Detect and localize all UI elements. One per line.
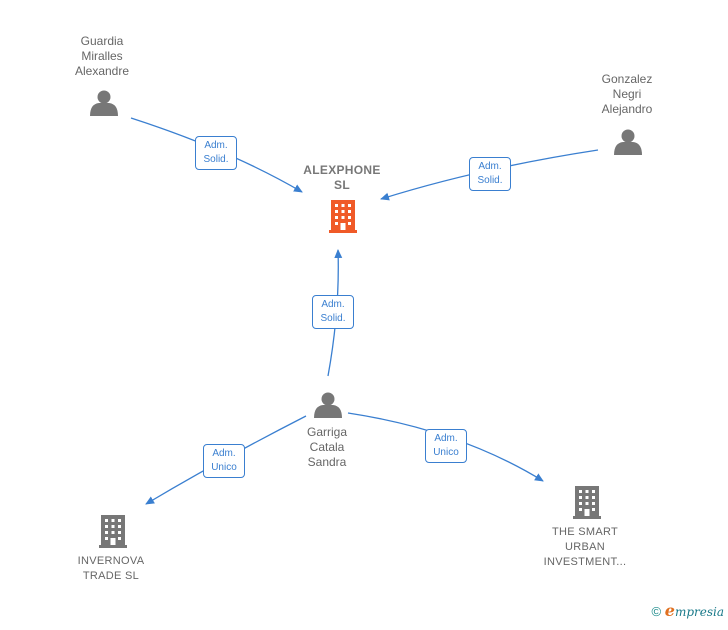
edge-label-guardia: Adm. Solid. <box>195 136 237 170</box>
person-name-guardia[interactable]: Guardia Miralles Alexandre <box>74 34 130 78</box>
person-name-garriga[interactable]: Garriga Catala Sandra <box>306 425 348 469</box>
building-icon[interactable] <box>99 515 127 548</box>
company-name-invernova[interactable]: INVERNOVA TRADE SL <box>77 555 145 582</box>
building-icon[interactable] <box>329 200 357 233</box>
person-name-gonzalez[interactable]: Gonzalez Negri Alejandro <box>601 72 653 116</box>
person-icon[interactable] <box>314 392 342 419</box>
company-name-alexphone[interactable]: ALEXPHONE SL <box>303 163 381 192</box>
edge-label-garriga-invernova: Adm. Unico <box>203 444 245 478</box>
empresia-watermark[interactable]: © empresia <box>652 601 724 620</box>
building-icon[interactable] <box>573 486 601 519</box>
empresia-logo: empresia <box>664 601 724 620</box>
edge-label-garriga-smart: Adm. Unico <box>425 429 467 463</box>
edge-label-garriga-alexphone: Adm. Solid. <box>312 295 354 329</box>
person-icon[interactable] <box>614 129 642 156</box>
edge-label-gonzalez: Adm. Solid. <box>469 157 511 191</box>
person-icon[interactable] <box>90 90 118 117</box>
copyright-symbol: © <box>651 604 662 619</box>
company-name-smart-urban[interactable]: THE SMART URBAN INVESTMENT... <box>543 526 627 568</box>
